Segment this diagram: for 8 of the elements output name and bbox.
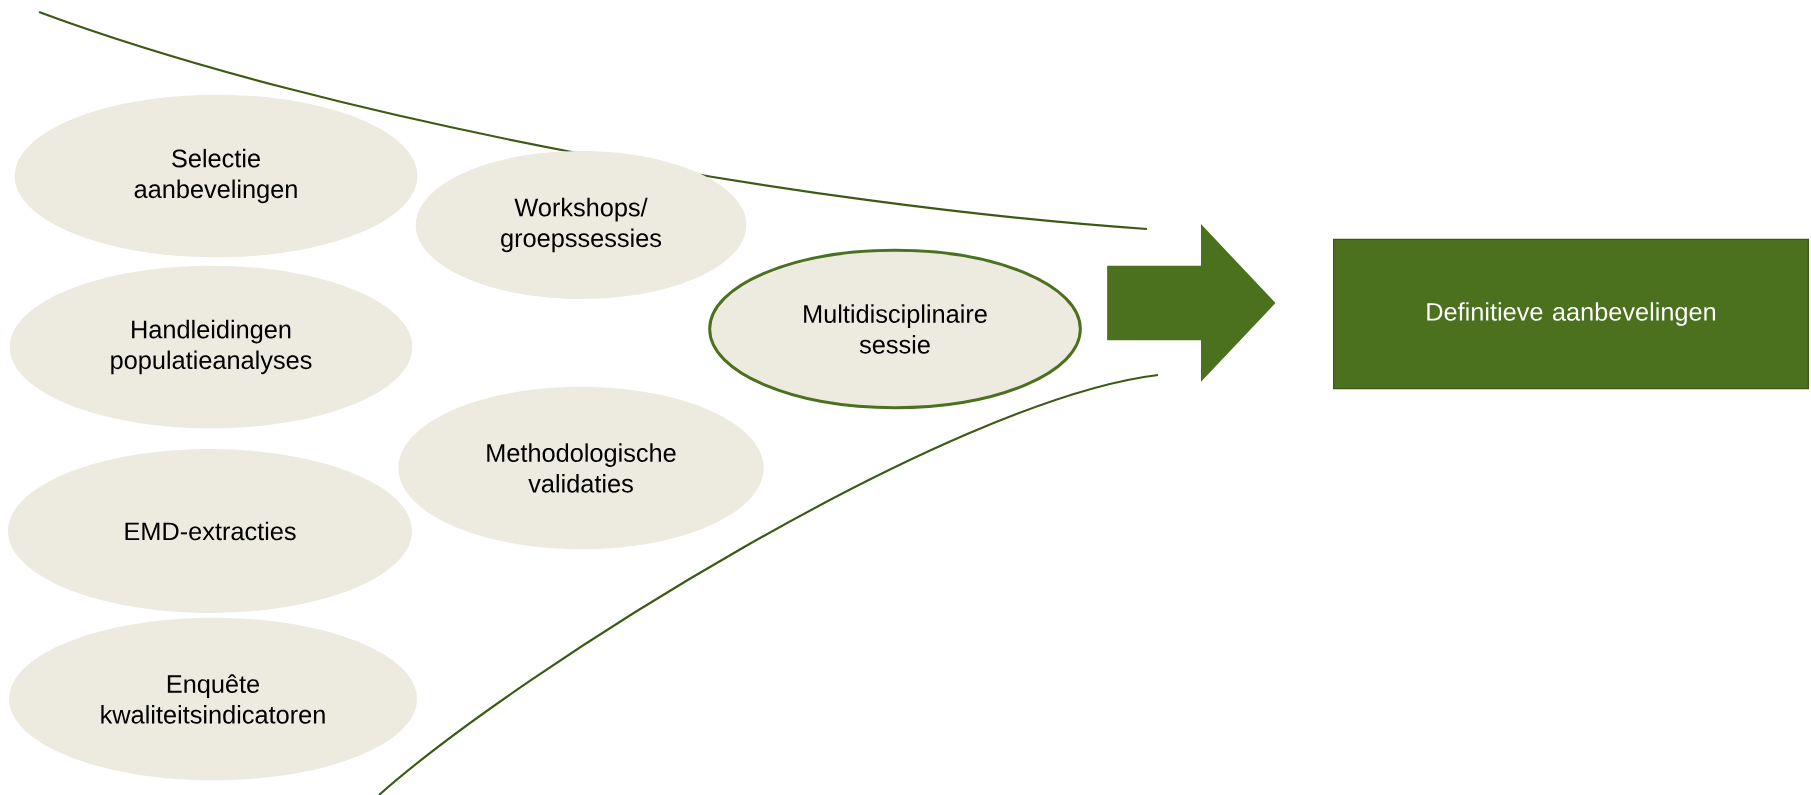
ellipse-node: Enquête kwaliteitsindicatoren	[9, 617, 417, 781]
ellipse-node: Selectie aanbevelingen	[14, 94, 418, 258]
ellipse-node: EMD-extracties	[8, 449, 412, 613]
ellipse-node: Handleidingen populatieanalyses	[9, 265, 413, 429]
result-box: Definitieve aanbevelingen	[1333, 238, 1809, 390]
ellipse-node: Workshops/ groepssessies	[415, 151, 747, 299]
ellipse-node: Methodologische validaties	[398, 386, 764, 550]
ellipse-node: Multidisciplinaire sessie	[708, 248, 1082, 410]
